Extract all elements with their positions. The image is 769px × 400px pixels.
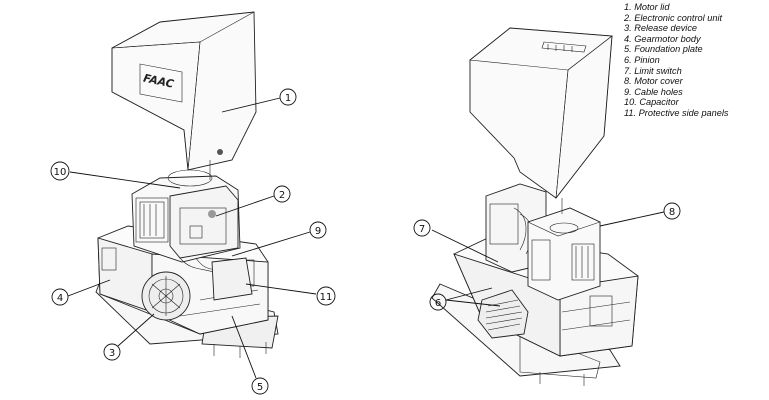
svg-text:11: 11 bbox=[320, 292, 333, 303]
legend-item: 11. Protective side panels bbox=[624, 107, 729, 118]
left-gearmotor-body bbox=[97, 225, 269, 335]
callout-7: 7 bbox=[413, 219, 431, 237]
legend-item: 10. Capacitor bbox=[624, 97, 679, 108]
right-pinion bbox=[477, 289, 529, 339]
legend-item: 9. Cable holes bbox=[624, 86, 683, 97]
legend-item: 5. Foundation plate bbox=[624, 44, 703, 55]
callout-11: 11 bbox=[316, 286, 336, 306]
right-motor-cover bbox=[527, 207, 601, 301]
legend-item: 4. Gearmotor body bbox=[624, 33, 701, 44]
legend-item: 6. Pinion bbox=[624, 54, 660, 65]
parts-legend: 1. Motor lid 2. Electronic control unit … bbox=[624, 2, 769, 119]
svg-text:7: 7 bbox=[419, 224, 425, 235]
leader-lines bbox=[67, 97, 665, 379]
callout-6: 6 bbox=[429, 293, 447, 311]
legend-item: 1. Motor lid bbox=[624, 2, 670, 12]
svg-text:9: 9 bbox=[315, 226, 321, 237]
callouts: 1 2 3 4 5 6 7 8 bbox=[50, 88, 681, 395]
svg-text:5: 5 bbox=[257, 382, 263, 393]
brand-logo-text: FAAC bbox=[142, 72, 175, 91]
callout-4: 4 bbox=[51, 288, 69, 306]
callout-9: 9 bbox=[309, 221, 327, 239]
svg-text:6: 6 bbox=[435, 298, 441, 309]
right-motor-lid bbox=[469, 27, 613, 214]
callout-1: 1 bbox=[279, 88, 297, 106]
callout-2: 2 bbox=[273, 185, 291, 203]
svg-text:10: 10 bbox=[54, 167, 67, 178]
left-control-unit bbox=[169, 185, 239, 273]
svg-text:3: 3 bbox=[109, 348, 115, 359]
svg-text:1: 1 bbox=[285, 93, 291, 104]
callout-10: 10 bbox=[50, 161, 70, 181]
callout-8: 8 bbox=[663, 202, 681, 220]
left-release-device bbox=[141, 271, 191, 321]
legend-item: 7. Limit switch bbox=[624, 65, 682, 76]
svg-text:2: 2 bbox=[279, 190, 285, 201]
legend-item: 2. Electronic control unit bbox=[624, 12, 723, 23]
legend-item: 8. Motor cover bbox=[624, 76, 683, 87]
callout-5: 5 bbox=[251, 377, 269, 395]
callout-3: 3 bbox=[103, 343, 121, 361]
left-motor-lid bbox=[111, 11, 257, 180]
svg-text:8: 8 bbox=[669, 207, 675, 218]
legend-item: 3. Release device bbox=[624, 23, 698, 34]
svg-text:4: 4 bbox=[57, 293, 63, 304]
left-side-panel bbox=[211, 257, 253, 301]
left-assembly: FAAC bbox=[95, 11, 279, 358]
right-assembly bbox=[431, 27, 639, 386]
